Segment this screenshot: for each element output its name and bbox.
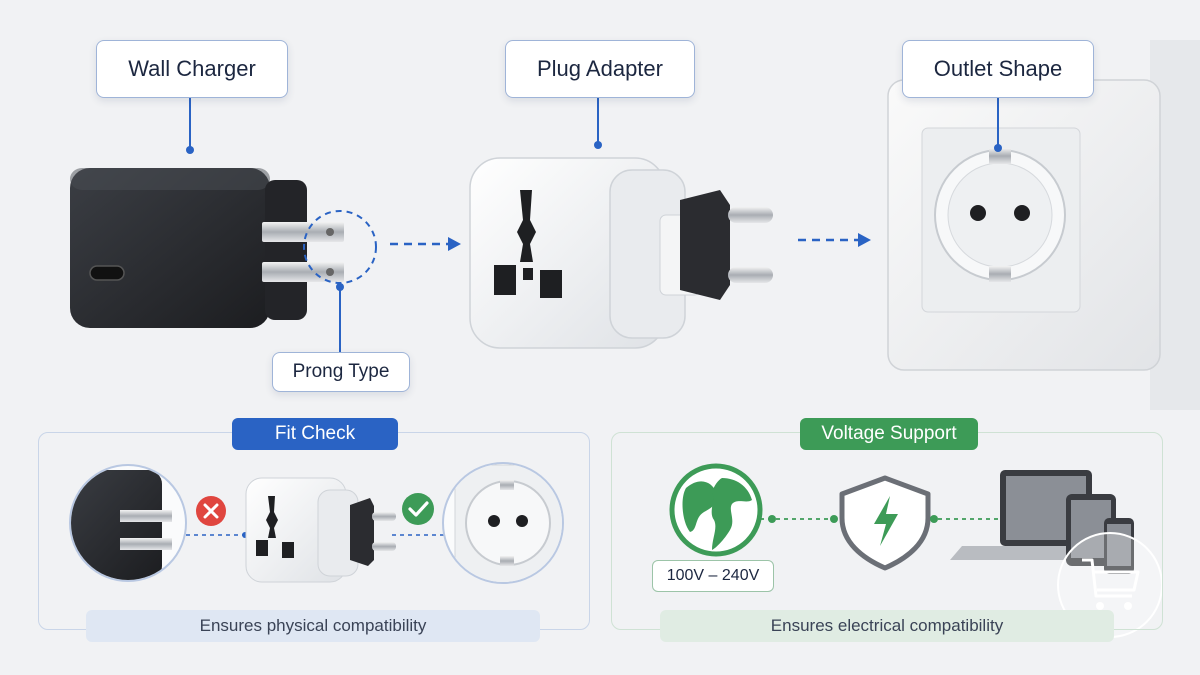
fit-check-title: Fit Check: [232, 418, 398, 450]
prong-type-label: Prong Type: [272, 352, 410, 392]
prong-top: [262, 222, 344, 242]
x-mark-icon: [196, 496, 226, 526]
voltage-support-diagram: [669, 463, 1134, 574]
arrow-right-icon: [390, 237, 461, 251]
wall-charger-image: [70, 168, 344, 328]
phone-icon: [1104, 518, 1134, 574]
fit-check-diagram: [69, 462, 564, 584]
voltage-support-footer: Ensures electrical compatibility: [660, 610, 1114, 642]
usb-c-port-icon: [89, 265, 125, 281]
voltage-support-panel: [611, 432, 1163, 630]
voltage-range-label: 100V – 240V: [652, 560, 774, 592]
globe-icon: [669, 463, 763, 557]
fit-check-panel: [38, 432, 590, 630]
voltage-support-title: Voltage Support: [800, 418, 978, 450]
shield-lightning-icon: [839, 475, 931, 571]
arrow-right-icon: [798, 233, 871, 247]
plug-adapter-image: [469, 157, 773, 349]
prong-bottom: [262, 262, 344, 282]
check-mark-icon: [402, 493, 434, 525]
fit-check-footer: Ensures physical compatibility: [86, 610, 540, 642]
outlet-image: [887, 40, 1200, 410]
wall-charger-label: Wall Charger: [96, 40, 288, 98]
plug-adapter-label: Plug Adapter: [505, 40, 695, 98]
outlet-shape-label: Outlet Shape: [902, 40, 1094, 98]
